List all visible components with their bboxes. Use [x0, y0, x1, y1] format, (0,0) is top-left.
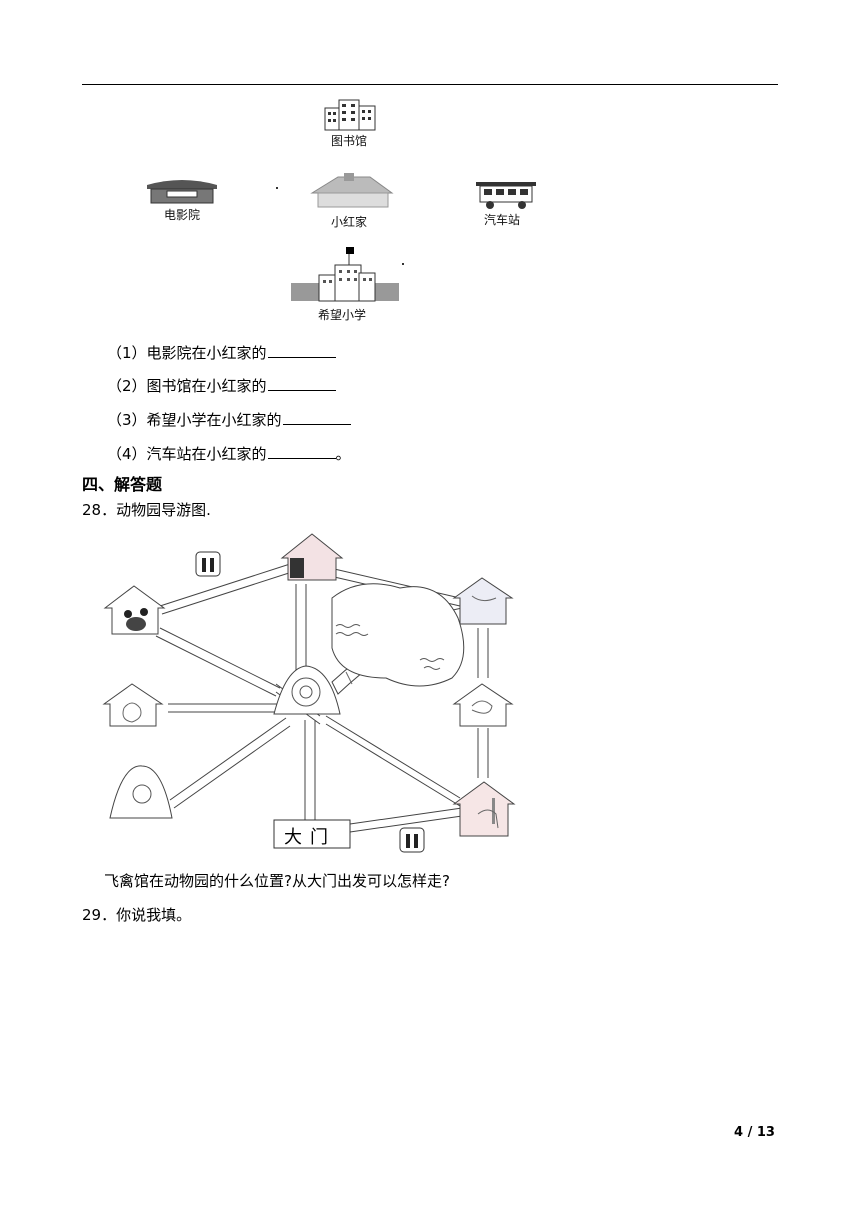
bus-station-label: 汽车站 [484, 213, 521, 227]
dot-mark [402, 263, 404, 265]
home-label: 小红家 [331, 215, 368, 229]
question-2: （2）图书馆在小红家的 [107, 375, 336, 396]
q29-title: 29．你说我填。 [82, 906, 192, 924]
section-title: 四、解答题 [82, 475, 163, 494]
cinema-icon [147, 180, 217, 204]
dot-mark [276, 187, 278, 189]
answer-blank[interactable] [282, 409, 351, 425]
answer-blank[interactable] [267, 375, 336, 391]
page-number: 4 / 13 [734, 1125, 775, 1140]
map-xiaohong: 图书馆 电影院 小红家 汽车站 希望小学 [130, 95, 550, 325]
cinema-label: 电影院 [164, 208, 201, 222]
header-rule [82, 84, 778, 85]
q28-question: 飞禽馆在动物园的什么位置?从大门出发可以怎样走? [104, 872, 450, 890]
school-label: 希望小学 [318, 308, 367, 322]
school-icon [291, 247, 399, 302]
library-icon [324, 99, 376, 131]
question-3: （3）希望小学在小红家的 [107, 409, 351, 430]
house-icon [310, 173, 394, 208]
q28-title: 28．动物园导游图. [82, 501, 211, 519]
question-4: （4）汽车站在小红家的。 [107, 443, 351, 463]
question-1: （1）电影院在小红家的 [107, 342, 336, 363]
bus-icon [476, 182, 536, 209]
zoo-map [102, 533, 516, 853]
answer-blank[interactable] [267, 342, 336, 358]
library-label: 图书馆 [331, 134, 368, 148]
gate-label: 大门 [284, 827, 336, 848]
answer-blank[interactable] [267, 443, 336, 459]
